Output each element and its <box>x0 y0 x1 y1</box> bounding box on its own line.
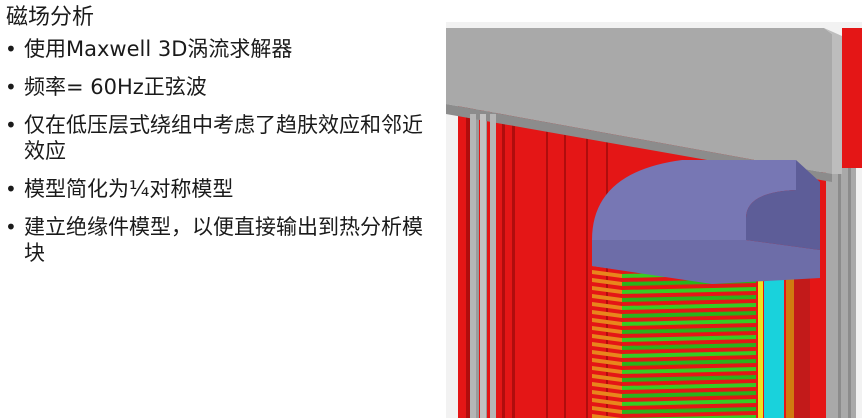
winding-disc-outer <box>592 342 622 350</box>
winding-disc-outer <box>592 382 622 390</box>
bullet-dot-icon: • <box>5 113 17 137</box>
winding-disc-outer <box>592 302 622 310</box>
winding-disc-outer <box>592 398 622 406</box>
winding-disc-outer <box>592 358 622 366</box>
bullet-text: 频率= 60Hz正弦波 <box>24 75 207 99</box>
bullet-item: • 模型简化为¼对称模型 <box>0 176 440 202</box>
slide-title: 磁场分析 <box>6 5 95 30</box>
bullet-text: 建立绝缘件模型，以便直接输出到热分析模块 <box>24 215 423 265</box>
winding-disc-outer <box>592 334 622 342</box>
winding-disc-inner <box>622 287 756 294</box>
bullet-text: 模型简化为¼对称模型 <box>24 177 234 201</box>
bullet-item: • 建立绝缘件模型，以便直接输出到热分析模块 <box>0 214 440 266</box>
winding-disc-inner <box>622 335 756 342</box>
transformer-model-render <box>446 22 862 418</box>
bullet-item: • 频率= 60Hz正弦波 <box>0 74 440 100</box>
winding-disc-inner <box>622 351 756 358</box>
winding-disc-outer <box>592 318 622 326</box>
winding-disc-outer <box>592 390 622 398</box>
bullet-text: 使用Maxwell 3D涡流求解器 <box>24 37 293 61</box>
winding-disc-inner <box>622 407 756 414</box>
winding-disc-inner <box>622 415 756 418</box>
winding-disc-outer <box>592 374 622 382</box>
clamp-ring <box>592 160 820 284</box>
bullet-item: • 仅在低压层式绕组中考虑了趋肤效应和邻近效应 <box>0 112 440 164</box>
winding-disc-inner <box>622 319 756 326</box>
winding-disc-outer <box>592 286 622 294</box>
winding-disc-outer <box>592 414 622 418</box>
bullet-dot-icon: • <box>5 37 17 61</box>
winding-disc-inner <box>622 311 756 318</box>
bullet-text: 仅在低压层式绕组中考虑了趋肤效应和邻近效应 <box>24 113 423 163</box>
bullet-dot-icon: • <box>5 215 17 239</box>
winding-disc-inner <box>622 375 756 382</box>
bullet-item: • 使用Maxwell 3D涡流求解器 <box>0 36 440 62</box>
winding-disc-inner <box>622 359 756 366</box>
winding-disc-inner <box>622 399 756 406</box>
winding-disc-outer <box>592 350 622 358</box>
winding-disc-outer <box>592 406 622 414</box>
winding-disc-inner <box>622 367 756 374</box>
winding-disc-inner <box>622 327 756 334</box>
winding-disc-inner <box>622 295 756 302</box>
winding-disc-inner <box>622 303 756 310</box>
winding-disc-outer <box>592 310 622 318</box>
insulation-strips <box>758 270 810 418</box>
winding-disc-outer <box>592 326 622 334</box>
winding-disc-inner <box>622 343 756 350</box>
bullet-dot-icon: • <box>5 75 17 99</box>
bullet-list: • 使用Maxwell 3D涡流求解器 • 频率= 60Hz正弦波 • 仅在低压… <box>0 36 440 278</box>
winding-disc-inner <box>622 391 756 398</box>
bullet-dot-icon: • <box>5 177 17 201</box>
winding-disc-outer <box>592 270 622 278</box>
tie-rods <box>470 114 496 418</box>
winding-disc-outer <box>592 278 622 286</box>
winding-disc-inner <box>622 383 756 390</box>
winding-disc-outer <box>592 294 622 302</box>
winding-disc-outer <box>592 366 622 374</box>
transformer-model-figure <box>446 22 862 418</box>
